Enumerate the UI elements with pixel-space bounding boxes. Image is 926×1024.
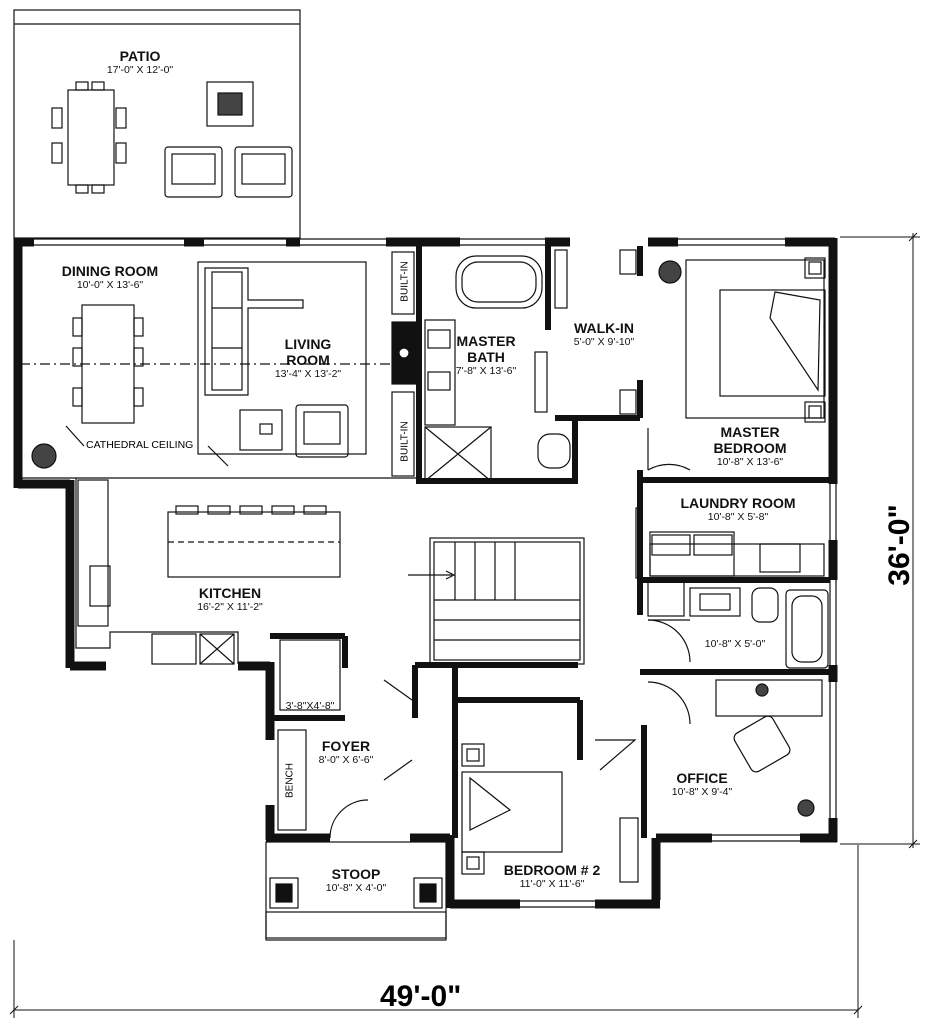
exterior-walls	[13, 237, 838, 909]
stoop-label: STOOP 10'-8" X 4'-0"	[326, 866, 387, 895]
dining-label: DINING ROOM 10'-0" X 13'-6"	[62, 263, 158, 292]
master-bedroom-label: MASTER BEDROOM 10'-8" X 13'-6"	[713, 424, 786, 469]
master-bedroom-name-1: MASTER	[720, 424, 780, 440]
closet-dims: 3'-8"X4'-8"	[285, 700, 335, 712]
laundry-dims: 10'-8" X 5'-8"	[707, 511, 769, 523]
living-dims: 13'-4" X 13'-2"	[274, 368, 342, 380]
kitchen-name: KITCHEN	[198, 585, 262, 601]
bedroom2-name: BEDROOM # 2	[503, 862, 601, 878]
patio-label: PATIO 17'-0" X 12'-0"	[107, 48, 173, 77]
patio-name: PATIO	[119, 48, 161, 64]
master-bath-dims: 7'-8" X 13'-6"	[455, 365, 517, 377]
bedroom2-label: BEDROOM # 2 11'-0" X 11'-6"	[504, 862, 600, 891]
walk-in-dims: 5'-0" X 9'-10"	[573, 336, 635, 348]
foyer-label: FOYER 8'-0" X 6'-6"	[319, 738, 374, 767]
master-bedroom-name-2: BEDROOM	[713, 440, 787, 456]
office-label: OFFICE 10'-8" X 9'-4"	[672, 770, 733, 799]
office-dims: 10'-8" X 9'-4"	[671, 786, 733, 798]
dining-name: DINING ROOM	[61, 263, 159, 279]
built-in-bottom-note: BUILT-IN	[399, 421, 411, 462]
cathedral-ceiling-note: CATHEDRAL CEILING	[86, 439, 194, 451]
bench-note: BENCH	[284, 763, 296, 799]
walk-in-name: WALK-IN	[574, 320, 634, 336]
bath2-dims: 10'-8" X 5'-0"	[704, 638, 766, 650]
kitchen-dims: 16'-2" X 11'-2"	[197, 601, 263, 613]
built-in-top-note: BUILT-IN	[399, 261, 411, 302]
master-bath-name-1: MASTER	[456, 333, 516, 349]
interior-walls	[270, 246, 830, 838]
living-label: LIVING ROOM 13'-4" X 13'-2"	[275, 336, 341, 381]
depth-dimension: 36'-0"	[883, 504, 916, 586]
master-bath-label: MASTER BATH 7'-8" X 13'-6"	[456, 333, 517, 378]
living-name-1: LIVING	[284, 336, 332, 352]
foyer-name: FOYER	[321, 738, 371, 754]
living-name-2: ROOM	[286, 352, 330, 368]
walk-in-label: WALK-IN 5'-0" X 9'-10"	[574, 320, 635, 349]
dining-dims: 10'-0" X 13'-6"	[76, 279, 144, 291]
kitchen-label: KITCHEN 16'-2" X 11'-2"	[197, 585, 263, 614]
stoop-dims: 10'-8" X 4'-0"	[325, 882, 387, 894]
master-bath-name-2: BATH	[467, 349, 505, 365]
office-name: OFFICE	[676, 770, 728, 786]
dimension-lines	[9, 232, 920, 1018]
laundry-name: LAUNDRY ROOM	[680, 495, 796, 511]
bedroom2-dims: 11'-0" X 11'-6"	[519, 878, 585, 890]
master-bedroom-dims: 10'-8" X 13'-6"	[716, 456, 784, 468]
width-dimension: 49'-0"	[380, 980, 462, 1013]
laundry-label: LAUNDRY ROOM 10'-8" X 5'-8"	[680, 495, 795, 524]
foyer-dims: 8'-0" X 6'-6"	[318, 754, 374, 766]
patio-area	[13, 9, 301, 239]
closet-label: 3'-8"X4'-8"	[286, 700, 335, 713]
patio-dims: 17'-0" X 12'-0"	[106, 64, 174, 76]
stoop-name: STOOP	[331, 866, 381, 882]
bath2-label: 10'-8" X 5'-0"	[705, 638, 766, 651]
